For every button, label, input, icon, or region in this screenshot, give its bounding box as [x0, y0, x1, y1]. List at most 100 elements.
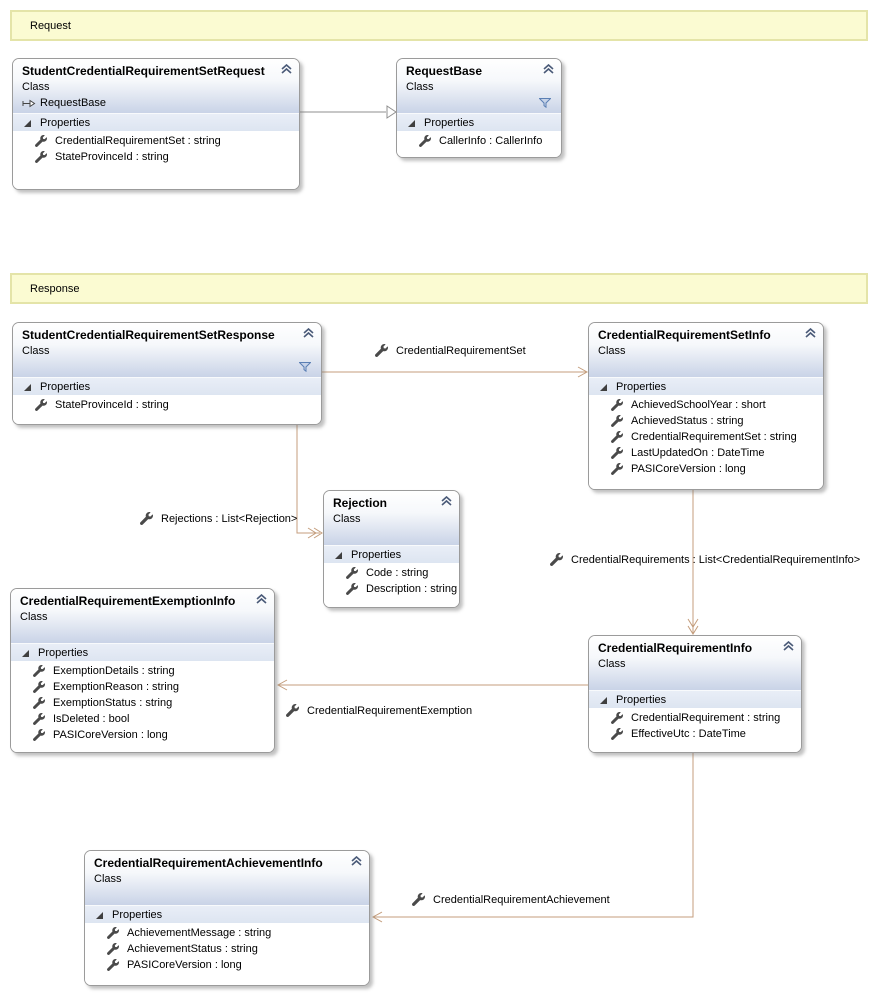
class-box-rejection[interactable]: Rejection Class Properties Code : string… [323, 490, 460, 608]
class-box-credentialrequirementinfo[interactable]: CredentialRequirementInfo Class Properti… [588, 635, 802, 753]
property-label: EffectiveUtc : DateTime [631, 728, 746, 740]
class-kind: Class [20, 611, 48, 623]
wrench-icon [35, 399, 47, 411]
wrench-icon [375, 344, 388, 357]
expander-triangle-icon[interactable] [599, 383, 608, 392]
properties-rows: AchievementMessage : string AchievementS… [85, 923, 369, 985]
properties-rows: Code : string Description : string [324, 563, 459, 607]
property-label: Description : string [366, 583, 458, 595]
property-row[interactable]: CredentialRequirementSet : string [589, 429, 823, 445]
collapse-chevron-icon[interactable] [303, 328, 314, 338]
property-row[interactable]: Code : string [324, 565, 459, 581]
class-kind: Class [94, 873, 122, 885]
class-box-requestbase[interactable]: RequestBase Class Properties CallerInfo … [396, 58, 562, 158]
inheritance-connector-requestbase[interactable] [300, 105, 397, 119]
association-label-text: CredentialRequirementExemption [307, 704, 473, 717]
wrench-icon [33, 697, 45, 709]
collapse-chevron-icon[interactable] [351, 856, 362, 866]
wrench-icon [33, 681, 45, 693]
class-box-studentcredentialrequirementsetrequest[interactable]: StudentCredentialRequirementSetRequest C… [12, 58, 300, 190]
class-header: StudentCredentialRequirementSetRequest C… [13, 59, 299, 113]
class-title: CredentialRequirementAchievementInfo [94, 856, 323, 870]
collapse-chevron-icon[interactable] [441, 496, 452, 506]
property-label: CredentialRequirementSet : string [631, 431, 797, 443]
expander-triangle-icon[interactable] [334, 551, 343, 560]
class-box-credentialrequirementsetinfo[interactable]: CredentialRequirementSetInfo Class Prope… [588, 322, 824, 490]
collapse-chevron-icon[interactable] [805, 328, 816, 338]
properties-compartment-header[interactable]: Properties [589, 690, 801, 708]
wrench-icon [412, 893, 425, 906]
property-label: ExemptionStatus : string [53, 697, 173, 709]
property-row[interactable]: PASICoreVersion : long [85, 957, 369, 973]
association-label-credentialrequirementset[interactable]: CredentialRequirementSet [375, 344, 526, 357]
property-row[interactable]: CredentialRequirementSet : string [13, 133, 299, 149]
request-banner[interactable]: Request [10, 10, 868, 41]
filter-icon[interactable] [299, 362, 311, 372]
property-row[interactable]: LastUpdatedOn : DateTime [589, 445, 823, 461]
class-box-studentcredentialrequirementsetresponse[interactable]: StudentCredentialRequirementSetResponse … [12, 322, 322, 425]
association-label-rejections[interactable]: Rejections : List<Rejection> [140, 512, 297, 525]
property-row[interactable]: PASICoreVersion : long [589, 461, 823, 477]
property-row[interactable]: CredentialRequirement : string [589, 710, 801, 726]
properties-compartment-header[interactable]: Properties [85, 905, 369, 923]
properties-rows: ExemptionDetails : string ExemptionReaso… [11, 661, 274, 752]
collapse-chevron-icon[interactable] [256, 594, 267, 604]
property-row[interactable]: ExemptionStatus : string [11, 695, 274, 711]
expander-triangle-icon[interactable] [599, 696, 608, 705]
wrench-icon [286, 704, 299, 717]
class-title: Rejection [333, 496, 388, 510]
property-label: PASICoreVersion : long [127, 959, 242, 971]
association-credentialrequirementachievement[interactable] [371, 753, 694, 923]
properties-compartment-header[interactable]: Properties [11, 643, 274, 661]
class-title: StudentCredentialRequirementSetRequest [22, 64, 265, 78]
association-credentialrequirementexemption[interactable] [276, 679, 588, 691]
property-row[interactable]: EffectiveUtc : DateTime [589, 726, 801, 742]
expander-triangle-icon[interactable] [23, 119, 32, 128]
filter-icon[interactable] [539, 98, 551, 108]
property-row[interactable]: Description : string [324, 581, 459, 597]
class-kind: Class [598, 658, 626, 670]
expander-triangle-icon[interactable] [23, 383, 32, 392]
association-credentialrequirementset[interactable] [322, 366, 589, 378]
property-row[interactable]: AchievementStatus : string [85, 941, 369, 957]
compartment-label: Properties [40, 117, 91, 129]
association-rejections[interactable] [296, 425, 323, 539]
property-row[interactable]: CallerInfo : CallerInfo [397, 133, 561, 149]
properties-compartment-header[interactable]: Properties [13, 113, 299, 131]
property-row[interactable]: IsDeleted : bool [11, 711, 274, 727]
property-row[interactable]: AchievedSchoolYear : short [589, 397, 823, 413]
class-box-credentialrequirementachievementinfo[interactable]: CredentialRequirementAchievementInfo Cla… [84, 850, 370, 986]
properties-compartment-header[interactable]: Properties [13, 377, 321, 395]
association-label-text: Rejections : List<Rejection> [161, 512, 298, 525]
properties-compartment-header[interactable]: Properties [397, 113, 561, 131]
class-kind: Class [406, 81, 434, 93]
class-header: CredentialRequirementAchievementInfo Cla… [85, 851, 369, 905]
property-row[interactable]: StateProvinceId : string [13, 149, 299, 165]
collapse-chevron-icon[interactable] [281, 64, 292, 74]
property-row[interactable]: AchievementMessage : string [85, 925, 369, 941]
wrench-icon [35, 151, 47, 163]
property-row[interactable]: PASICoreVersion : long [11, 727, 274, 743]
properties-rows: CredentialRequirement : string Effective… [589, 708, 801, 752]
expander-triangle-icon[interactable] [21, 649, 30, 658]
property-row[interactable]: StateProvinceId : string [13, 397, 321, 413]
class-kind: Class [22, 345, 50, 357]
collapse-chevron-icon[interactable] [783, 641, 794, 651]
property-row[interactable]: ExemptionReason : string [11, 679, 274, 695]
properties-compartment-header[interactable]: Properties [324, 545, 459, 563]
collapse-chevron-icon[interactable] [543, 64, 554, 74]
properties-compartment-header[interactable]: Properties [589, 377, 823, 395]
association-label-credentialrequirementexemption[interactable]: CredentialRequirementExemption [286, 704, 472, 717]
class-box-credentialrequirementexemptioninfo[interactable]: CredentialRequirementExemptionInfo Class… [10, 588, 275, 753]
expander-triangle-icon[interactable] [95, 911, 104, 920]
association-label-credentialrequirementachievement[interactable]: CredentialRequirementAchievement [412, 893, 610, 906]
association-label-credentialrequirements[interactable]: CredentialRequirements : List<Credential… [550, 553, 860, 566]
wrench-icon [107, 943, 119, 955]
property-row[interactable]: AchievedStatus : string [589, 413, 823, 429]
property-row[interactable]: ExemptionDetails : string [11, 663, 274, 679]
expander-triangle-icon[interactable] [407, 119, 416, 128]
association-credentialrequirements[interactable] [687, 490, 699, 635]
response-banner[interactable]: Response [10, 273, 868, 304]
class-title: CredentialRequirementExemptionInfo [20, 594, 236, 608]
